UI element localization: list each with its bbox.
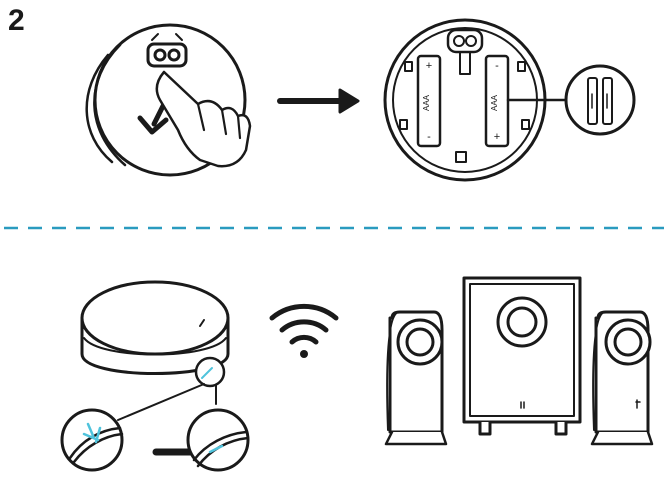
battery-right: - + AAA [484,54,510,148]
hand-pointer-icon [155,70,252,168]
battery-label-left: AAA [422,94,431,111]
battery-label-right: AAA [490,94,499,111]
polarity-plus-right: + [494,131,500,143]
battery-zoom-callout [506,64,636,136]
detail-callouts [60,383,250,472]
puck-device [80,280,230,388]
subwoofer [462,276,582,436]
polarity-plus-left: + [426,60,432,72]
arrow-right-icon [277,88,360,114]
speaker-right [590,310,654,446]
polarity-minus-left: - [427,131,431,143]
battery-left: + - AAA [416,54,442,148]
wifi-icon [269,303,339,358]
polarity-minus-right: - [495,60,499,72]
speaker-left [384,310,448,446]
step-number: 2 [8,4,25,37]
